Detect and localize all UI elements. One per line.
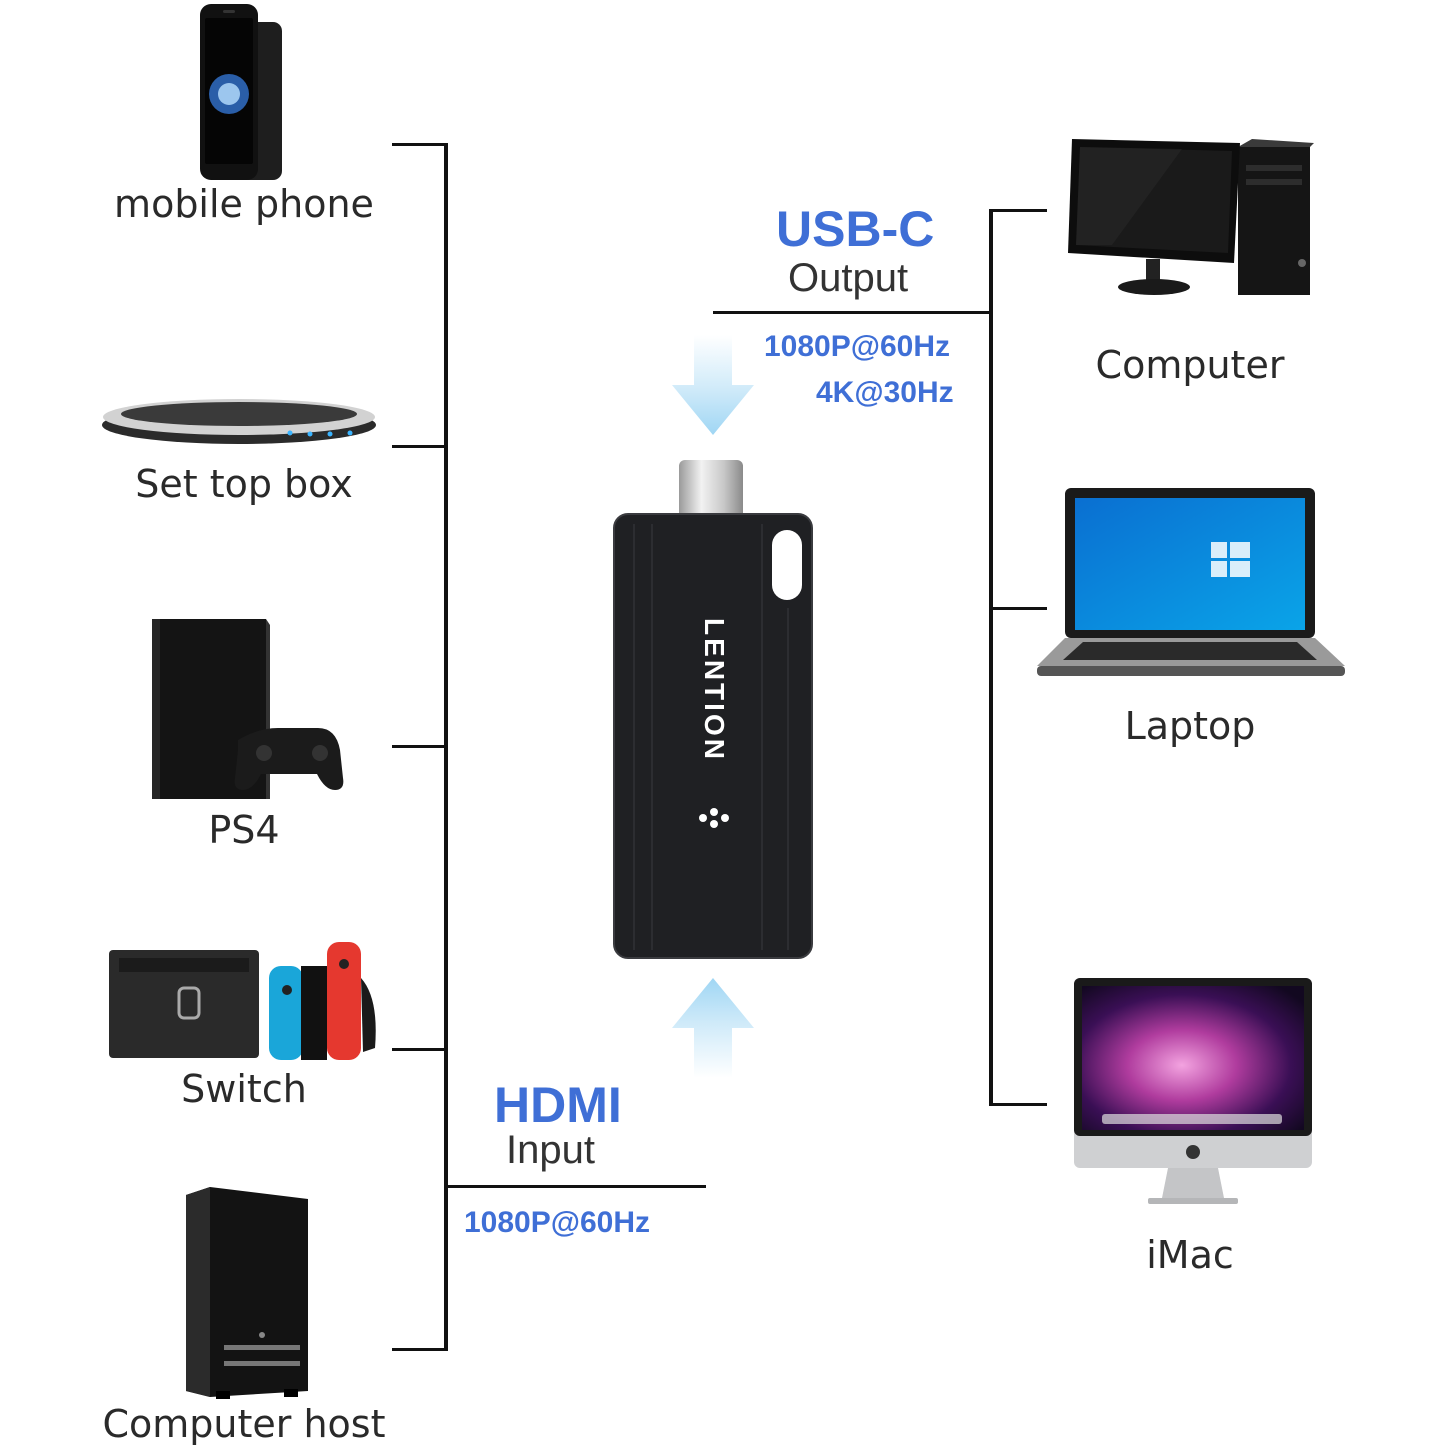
left-bracket-tick-2 xyxy=(392,445,448,448)
device-label-switch: Switch xyxy=(181,1067,307,1111)
right-bracket-tick-3 xyxy=(989,1103,1047,1106)
hdmi-title: HDMI xyxy=(494,1077,622,1133)
imac-icon xyxy=(1074,978,1312,1204)
left-bracket-tick-4 xyxy=(392,1048,448,1051)
hdmi-connector-line xyxy=(448,1185,706,1188)
capture-card-icon xyxy=(613,460,813,959)
nintendo-switch-icon xyxy=(109,942,376,1060)
desktop-tower-icon xyxy=(186,1187,308,1399)
mobile-phone-icon xyxy=(200,4,282,180)
usbc-connector-line xyxy=(713,311,991,314)
desktop-computer-icon xyxy=(1068,139,1314,295)
device-label-imac: iMac xyxy=(1146,1233,1234,1277)
left-bracket-tick-5 xyxy=(392,1348,448,1351)
device-label-laptop: Laptop xyxy=(1124,704,1256,748)
device-label-ps4: PS4 xyxy=(208,808,280,852)
usbc-title: USB-C xyxy=(776,201,935,257)
right-bracket-tick-2 xyxy=(989,607,1047,610)
adapter-brand-label: LENTION xyxy=(699,618,730,762)
device-label-computer: Computer xyxy=(1095,343,1285,387)
ps4-console-icon xyxy=(152,619,344,799)
usbc-subtitle: Output xyxy=(788,256,909,300)
usbc-spec-line-1: 1080P@60Hz xyxy=(764,330,951,363)
left-bracket-tick-3 xyxy=(392,745,448,748)
right-bracket-tick-1 xyxy=(989,209,1047,212)
arrow-up-icon xyxy=(672,978,754,1078)
laptop-icon xyxy=(1037,488,1345,676)
hdmi-spec: 1080P@60Hz xyxy=(464,1206,651,1239)
right-bracket-spine xyxy=(989,209,993,1106)
usbc-spec-line-2: 4K@30Hz xyxy=(816,376,954,409)
left-bracket-tick-1 xyxy=(392,143,448,146)
device-label-mobile-phone: mobile phone xyxy=(114,182,374,226)
hdmi-subtitle: Input xyxy=(506,1128,595,1172)
device-label-set-top-box: Set top box xyxy=(135,462,353,506)
set-top-box-icon xyxy=(102,399,376,444)
arrow-down-icon xyxy=(672,335,754,435)
device-label-computer-host: Computer host xyxy=(102,1402,386,1446)
